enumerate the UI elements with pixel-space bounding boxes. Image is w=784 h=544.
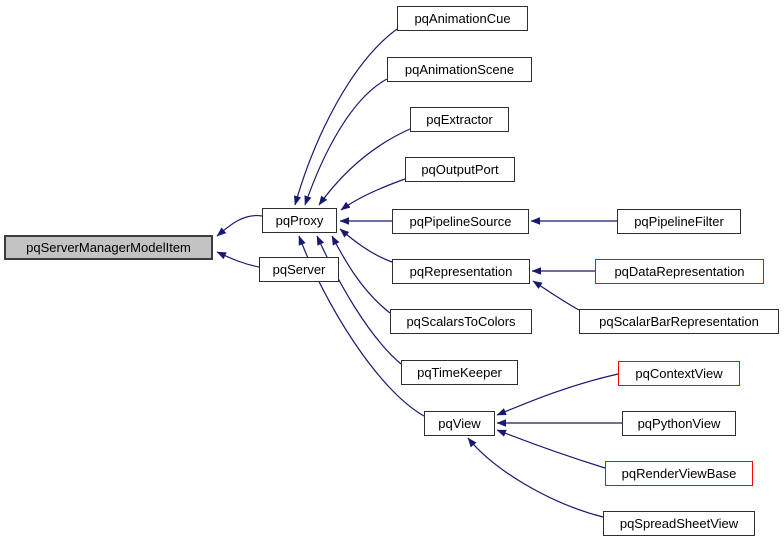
inheritance-edge-renderViewBase-to-view xyxy=(496,429,606,469)
node-pqRenderViewBase[interactable]: pqRenderViewBase xyxy=(605,461,753,486)
node-pqProxy[interactable]: pqProxy xyxy=(262,208,337,233)
node-pqAnimationScene[interactable]: pqAnimationScene xyxy=(387,57,532,82)
inheritance-edge-contextView-to-view xyxy=(496,373,619,416)
node-pqPipelineFilter[interactable]: pqPipelineFilter xyxy=(617,209,741,234)
inheritance-edge-timeKeeper-to-proxy xyxy=(316,235,402,365)
node-pqPipelineSource[interactable]: pqPipelineSource xyxy=(392,209,529,234)
inheritance-edge-scalarBarRepresentation-to-representation xyxy=(532,280,580,311)
inheritance-edge-scalarsToColors-to-proxy xyxy=(331,235,391,314)
node-pqServer[interactable]: pqServer xyxy=(259,257,339,282)
node-pqView[interactable]: pqView xyxy=(424,411,495,436)
node-pqScalarsToColors[interactable]: pqScalarsToColors xyxy=(390,309,532,334)
node-pqPythonView[interactable]: pqPythonView xyxy=(622,411,736,436)
inheritance-edge-server-to-serverManagerModelItem xyxy=(216,251,260,268)
node-pqRepresentation[interactable]: pqRepresentation xyxy=(392,259,530,284)
node-pqAnimationCue[interactable]: pqAnimationCue xyxy=(397,6,528,31)
node-pqContextView[interactable]: pqContextView xyxy=(618,361,740,386)
inheritance-edge-spreadSheetView-to-view xyxy=(467,437,604,518)
node-pqScalarBarRepresentation[interactable]: pqScalarBarRepresentation xyxy=(579,309,779,334)
inheritance-edge-extractor-to-proxy xyxy=(318,128,411,206)
inheritance-edge-animationScene-to-proxy xyxy=(304,78,388,206)
node-pqDataRepresentation[interactable]: pqDataRepresentation xyxy=(595,259,764,284)
inheritance-edge-representation-to-proxy xyxy=(339,228,393,263)
inheritance-edge-proxy-to-serverManagerModelItem xyxy=(216,214,263,237)
node-pqSpreadSheetView[interactable]: pqSpreadSheetView xyxy=(603,511,755,536)
node-pqExtractor[interactable]: pqExtractor xyxy=(410,107,509,132)
node-pqOutputPort[interactable]: pqOutputPort xyxy=(405,157,515,182)
inheritance-edge-outputPort-to-proxy xyxy=(340,178,406,211)
inheritance-edge-animationCue-to-proxy xyxy=(293,28,398,206)
node-pqTimeKeeper[interactable]: pqTimeKeeper xyxy=(401,360,518,385)
node-pqServerManagerModelItem: pqServerManagerModelItem xyxy=(4,235,213,260)
